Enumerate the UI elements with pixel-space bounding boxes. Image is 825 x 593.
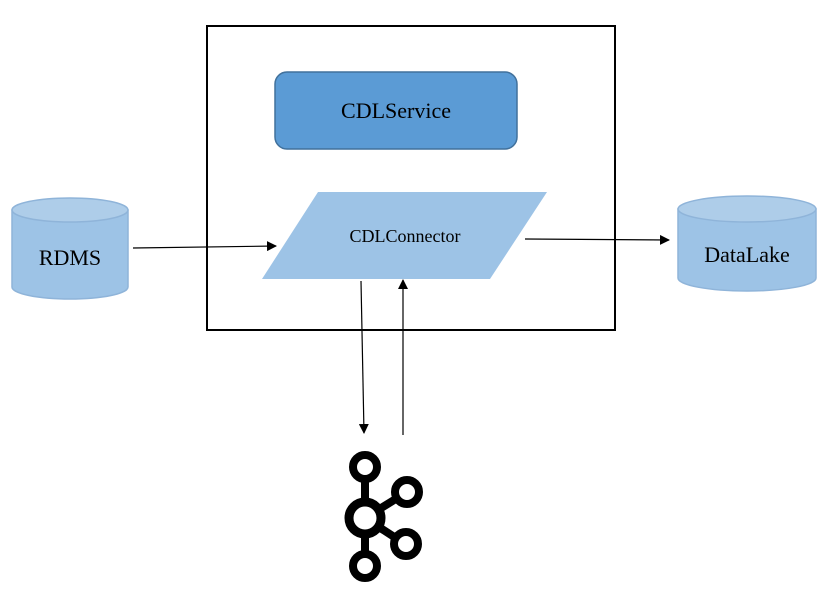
- cdl-connector-shape: [262, 192, 547, 279]
- cdl-service-box: [274, 71, 518, 150]
- datalake-cylinder-body: [677, 208, 817, 292]
- arrow-rdms-to-connector: [132, 241, 277, 252]
- arrow-connector-to-datalake: [524, 234, 670, 245]
- cdl-service-label: CDLService: [341, 98, 451, 123]
- kafka-logo-icon: [344, 451, 423, 582]
- rdms-cylinder-body: [11, 209, 129, 300]
- datalake-database: DataLake: [677, 195, 817, 292]
- rdms-cylinder-top: [11, 197, 129, 223]
- datalake-cylinder-top: [677, 195, 817, 223]
- arrow-connector-to-kafka: [358, 280, 369, 434]
- rdms-label: RDMS: [39, 245, 101, 270]
- cdl-connector-node: CDLConnector: [262, 192, 547, 279]
- datalake-label: DataLake: [704, 242, 790, 267]
- cdl-connector-label: CDLConnector: [350, 226, 461, 246]
- container-box: [206, 25, 616, 331]
- cdl-service-node: CDLService: [274, 71, 518, 150]
- rdms-database: RDMS: [11, 197, 129, 300]
